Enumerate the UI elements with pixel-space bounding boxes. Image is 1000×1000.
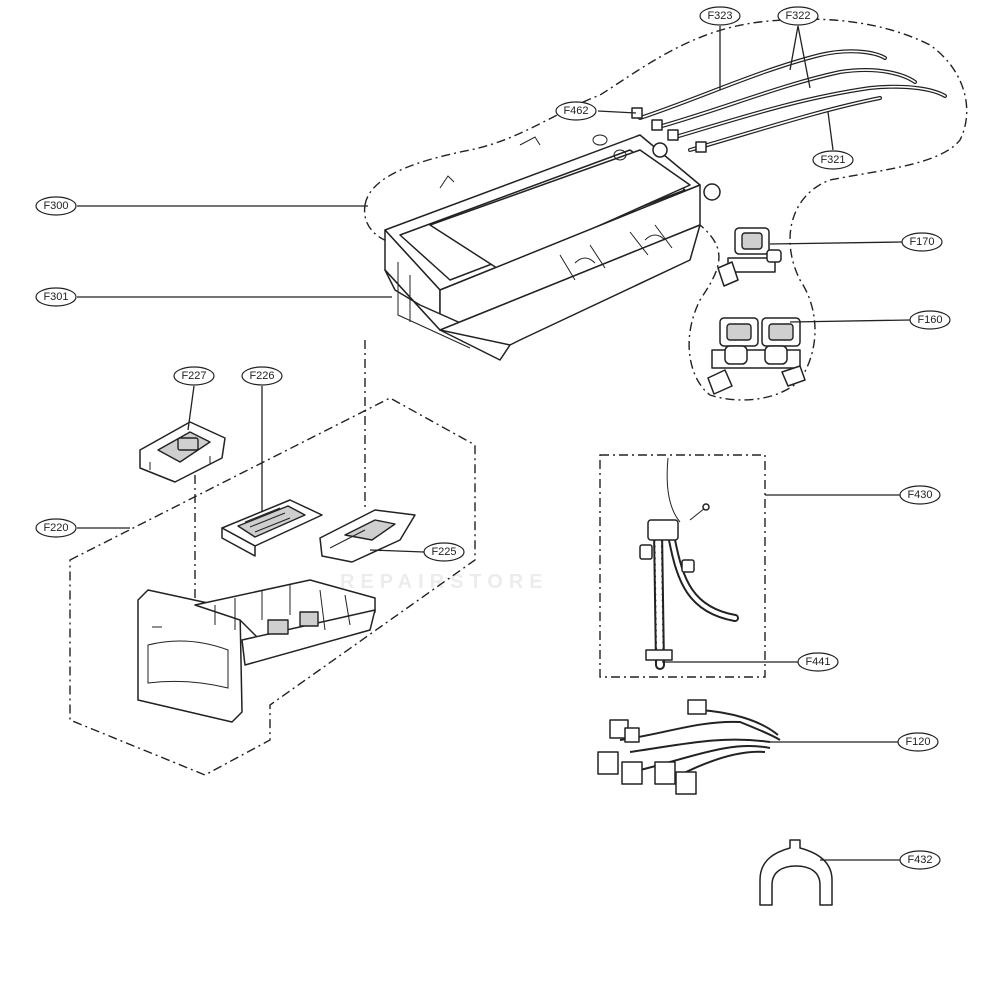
label-F322[interactable]: F322 [777,6,819,26]
label-F226[interactable]: F226 [241,366,283,386]
label-F321[interactable]: F321 [812,150,854,170]
svg-text:F301: F301 [43,291,68,303]
svg-text:F300: F300 [43,200,68,212]
label-F441[interactable]: F441 [797,652,839,672]
wire-harness-part [597,699,781,795]
label-F301[interactable]: F301 [35,287,77,307]
svg-text:F120: F120 [905,736,930,748]
label-F225[interactable]: F225 [423,542,465,562]
svg-text:F321: F321 [820,154,845,166]
label-F323[interactable]: F323 [699,6,741,26]
svg-text:F170: F170 [909,236,934,248]
svg-text:F323: F323 [707,10,732,22]
label-F227[interactable]: F227 [173,366,215,386]
leader-F227 [187,385,195,431]
svg-text:F225: F225 [431,546,456,558]
bleach-cap-part [319,509,416,563]
leader-F170 [769,241,903,245]
single-inlet-valve-part [717,227,782,287]
label-F432[interactable]: F432 [899,850,941,870]
leader-F462 [597,110,637,114]
svg-text:F430: F430 [907,489,932,501]
leader-F321 [827,111,834,151]
svg-text:F226: F226 [249,370,274,382]
svg-text:F462: F462 [563,105,588,117]
svg-text:F227: F227 [181,370,206,382]
leader-F322 [789,25,811,89]
drain-hose-assembly-part [639,457,739,670]
label-F160[interactable]: F160 [909,310,951,330]
hose-clip-part [759,839,833,906]
drawer-assembly-outline [69,397,476,776]
svg-text:F432: F432 [907,854,932,866]
label-F300[interactable]: F300 [35,196,77,216]
inlet-hoses-part [631,49,947,153]
svg-text:F160: F160 [917,314,942,326]
svg-text:F322: F322 [785,10,810,22]
label-F220[interactable]: F220 [35,518,77,538]
label-F170[interactable]: F170 [901,232,943,252]
svg-text:F220: F220 [43,522,68,534]
double-inlet-valve-part [707,317,806,395]
detergent-insert-part [221,499,323,557]
leader-F160 [789,319,911,323]
leader-F225 [369,549,425,553]
softener-cap-part [139,421,226,483]
svg-text:F441: F441 [805,656,830,668]
label-F430[interactable]: F430 [899,485,941,505]
label-F462[interactable]: F462 [555,101,597,121]
hose-assembly-outline [599,454,766,678]
label-F120[interactable]: F120 [897,732,939,752]
dispenser-drawer-part [137,579,376,723]
dispenser-housing-part [384,134,721,361]
watermark-text: REPAIRSTORE [340,571,549,593]
